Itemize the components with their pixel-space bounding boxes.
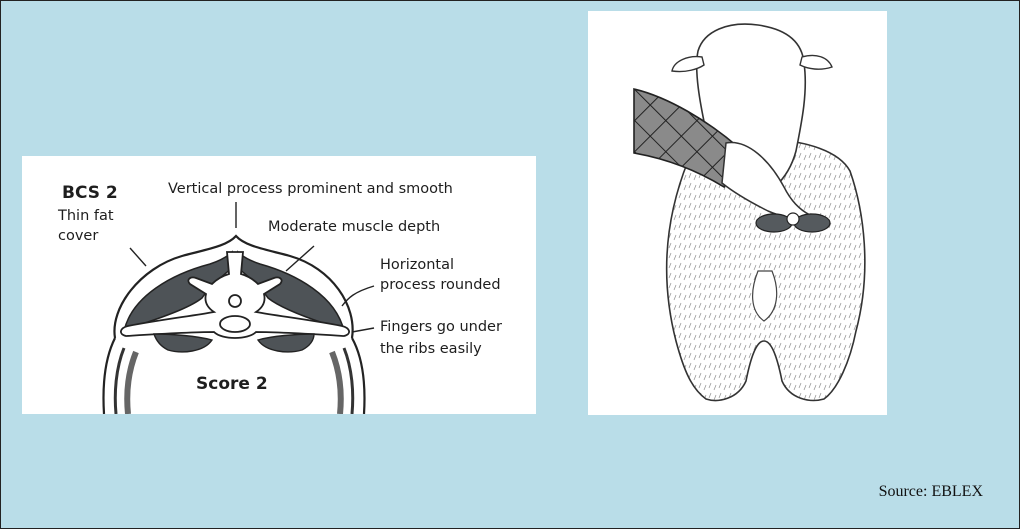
spinal-canal — [229, 295, 241, 307]
left-rib-inner — [127, 352, 136, 414]
right-rib-outer — [344, 348, 353, 414]
label-thin-fat-1: Thin fat — [58, 207, 114, 226]
left-side-wall — [103, 338, 115, 414]
label-thin-fat-2: cover — [58, 227, 98, 246]
right-rib-inner — [332, 352, 341, 414]
pointer-fingers — [352, 328, 374, 332]
source-caption: Source: EBLEX — [879, 483, 983, 501]
vertebral-body — [220, 316, 250, 332]
sheep-sketch — [588, 11, 887, 415]
label-horizontal-1: Horizontal — [380, 256, 454, 275]
sheep-right-ear — [800, 55, 832, 69]
left-lower-muscle — [154, 334, 212, 352]
label-horizontal-2: process rounded — [380, 276, 501, 295]
bcs-heading: BCS 2 — [62, 184, 118, 203]
left-rib-outer — [115, 348, 124, 414]
label-muscle-depth: Moderate muscle depth — [268, 218, 440, 237]
pointer-muscle — [286, 246, 314, 271]
back-right-muscle — [794, 214, 830, 232]
bcs-diagram-panel: BCS 2 Vertical process prominent and smo… — [22, 156, 536, 414]
label-vertical-process: Vertical process prominent and smooth — [168, 180, 453, 199]
score-label: Score 2 — [196, 375, 268, 394]
label-fingers-2: the ribs easily — [380, 340, 482, 359]
back-left-muscle — [756, 214, 792, 232]
right-lower-muscle — [258, 334, 314, 352]
sheep-illustration-panel — [588, 11, 887, 415]
label-fingers-1: Fingers go under — [380, 318, 502, 337]
back-vertebra — [787, 213, 799, 225]
pointer-thin-fat — [130, 248, 146, 266]
